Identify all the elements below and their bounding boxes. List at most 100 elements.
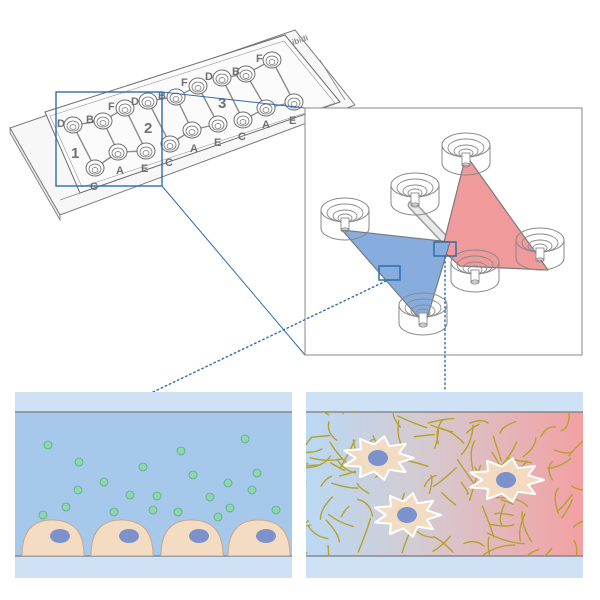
fiber xyxy=(325,519,340,543)
fiber xyxy=(487,536,491,556)
fiber xyxy=(460,481,469,495)
chip-well xyxy=(166,88,186,106)
particle xyxy=(225,503,235,513)
port-letter: D xyxy=(131,96,139,108)
particle xyxy=(188,470,198,480)
chip-well xyxy=(136,142,156,160)
fiber xyxy=(327,421,338,441)
fiber xyxy=(560,412,570,432)
particles xyxy=(38,434,281,522)
fiber xyxy=(392,412,401,428)
chip-well xyxy=(233,111,253,129)
nucleus xyxy=(256,529,276,543)
fiber xyxy=(481,505,495,538)
fiber xyxy=(432,467,457,488)
particle xyxy=(213,512,223,522)
nucleus xyxy=(189,529,209,543)
particle xyxy=(240,434,250,444)
fiber xyxy=(336,458,357,474)
fiber xyxy=(438,427,465,444)
red-chamber xyxy=(441,154,549,271)
port-letter: F xyxy=(181,77,188,89)
fiber xyxy=(322,412,330,416)
zoom-marker-gap xyxy=(433,241,457,257)
nucleus xyxy=(50,529,70,543)
particle xyxy=(223,478,233,488)
fiber xyxy=(309,457,343,461)
particle xyxy=(247,485,257,495)
panel-3d-gradient xyxy=(306,392,583,578)
chip-well xyxy=(256,99,276,117)
particle xyxy=(252,468,262,478)
nucleus xyxy=(496,472,516,488)
reservoir-well xyxy=(398,292,448,336)
reservoir-well xyxy=(320,197,370,241)
cell xyxy=(21,519,85,556)
fiber xyxy=(306,552,308,554)
fiber xyxy=(396,415,428,429)
fiber xyxy=(571,485,583,491)
port-letter: E xyxy=(141,163,148,175)
port-letter: A xyxy=(116,165,124,177)
chip-well xyxy=(262,51,282,69)
fiber xyxy=(306,448,323,454)
fiber xyxy=(481,544,516,556)
fiber xyxy=(463,540,485,547)
fiber xyxy=(543,547,553,556)
nucleus xyxy=(368,450,388,466)
port-letter: D xyxy=(57,118,65,130)
fiber xyxy=(356,498,374,517)
fiber xyxy=(554,487,560,514)
particle xyxy=(74,457,84,467)
channel-number-2: 2 xyxy=(144,120,152,137)
fiber xyxy=(525,548,540,556)
fiber xyxy=(522,437,537,458)
port-letter: B xyxy=(232,66,240,78)
fiber xyxy=(548,460,553,481)
chip-well xyxy=(85,159,105,177)
particle xyxy=(176,446,186,456)
fiber xyxy=(573,540,578,556)
fiber xyxy=(327,513,354,528)
cell xyxy=(343,435,415,481)
fiber xyxy=(338,470,357,477)
fiber xyxy=(495,496,529,508)
cell xyxy=(90,519,154,556)
fiber xyxy=(521,511,533,542)
chip-well xyxy=(182,121,202,139)
chip-well xyxy=(108,143,128,161)
fiber xyxy=(489,523,515,527)
panel-2d-culture xyxy=(15,392,292,578)
fiber xyxy=(499,420,517,434)
fiber xyxy=(340,505,350,518)
fiber xyxy=(500,499,514,505)
fiber xyxy=(306,524,312,527)
particle xyxy=(109,507,119,517)
fiber xyxy=(499,503,506,526)
fiber xyxy=(518,513,526,542)
cell xyxy=(374,492,442,538)
reservoir-well xyxy=(450,249,500,293)
cell xyxy=(160,519,224,556)
fiber xyxy=(506,457,532,464)
cell xyxy=(227,519,291,556)
fiber xyxy=(487,532,525,545)
chip-well xyxy=(188,77,208,95)
fiber xyxy=(306,437,312,447)
port-letter: C xyxy=(90,181,98,193)
callout-line-top xyxy=(161,91,306,109)
particle xyxy=(73,485,83,495)
reservoir-well xyxy=(515,227,565,271)
fiber xyxy=(356,483,370,495)
panel-right-gradient xyxy=(306,412,583,556)
particle xyxy=(152,491,162,501)
particle xyxy=(205,492,215,502)
slide-edge xyxy=(9,126,61,222)
chip-well xyxy=(115,99,135,117)
chip-well xyxy=(236,65,256,83)
zoom-panel xyxy=(304,107,583,356)
fiber xyxy=(428,474,433,494)
fiber xyxy=(423,474,437,488)
